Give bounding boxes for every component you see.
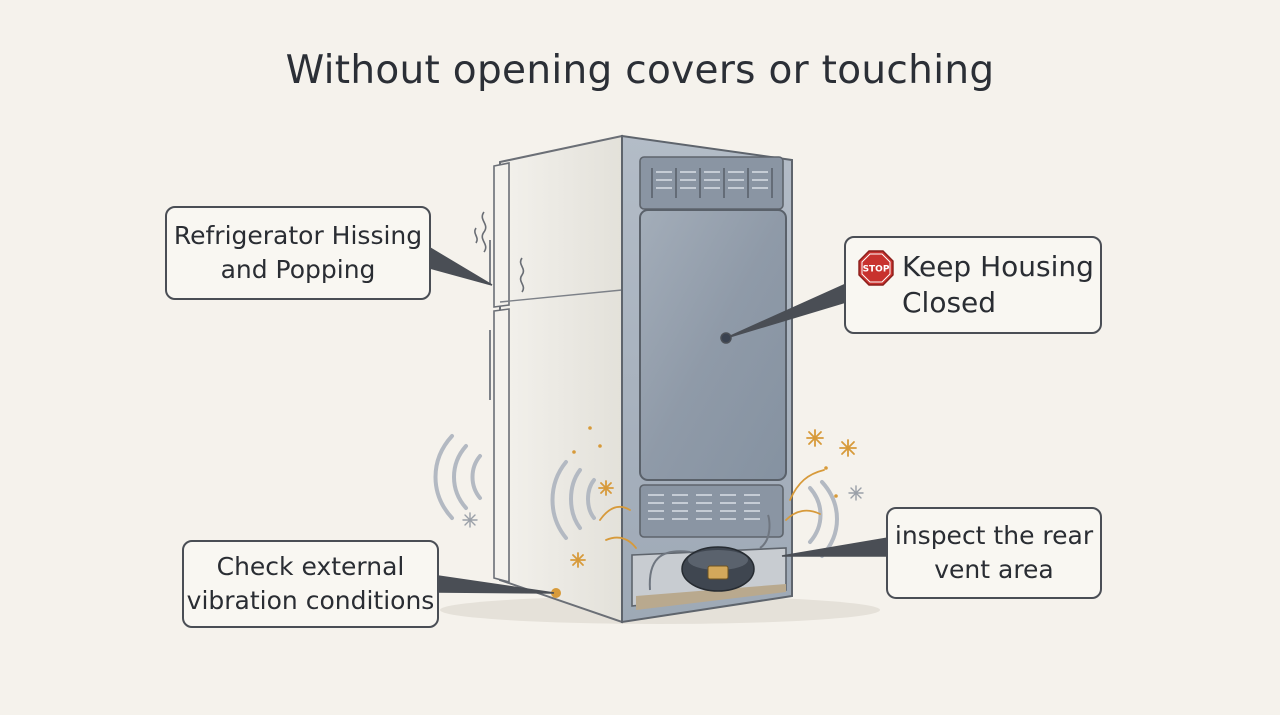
callout-vent-line1: inspect the rear: [894, 521, 1094, 550]
callout-hissing: Refrigerator Hissing and Popping: [165, 206, 431, 300]
callout-housing-line1: Keep Housing: [902, 250, 1094, 283]
page-title: Without opening covers or touching: [285, 48, 995, 93]
stop-sign-label: STOP: [863, 265, 890, 275]
callout-vibration-line2: vibration conditions: [186, 586, 435, 615]
hiss-squiggle-icon: [474, 211, 525, 293]
sparkle-gray-icon: [462, 485, 864, 528]
sound-wave-icon: [433, 434, 839, 558]
sparkle-icon: [551, 426, 857, 598]
callout-hissing-line1: Refrigerator Hissing: [173, 221, 423, 250]
stop-sign-icon: STOP: [858, 250, 894, 286]
compressor-icon: [648, 514, 771, 592]
callout-vent: inspect the rear vent area: [886, 507, 1102, 599]
callout-housing-line2: Closed: [902, 286, 997, 319]
rear-housing-panel: [639, 209, 787, 481]
callout-vibration-line1: Check external: [216, 552, 405, 581]
callout-vibration: Check external vibration conditions: [182, 540, 439, 628]
top-vent: [639, 156, 784, 210]
fridge-back: [621, 134, 793, 624]
callout-housing: STOP Keep Housing Closed: [844, 236, 1102, 334]
fridge-side: [489, 134, 623, 624]
callout-vent-line2: vent area: [934, 555, 1054, 584]
callout-hissing-line2: and Popping: [220, 255, 376, 284]
